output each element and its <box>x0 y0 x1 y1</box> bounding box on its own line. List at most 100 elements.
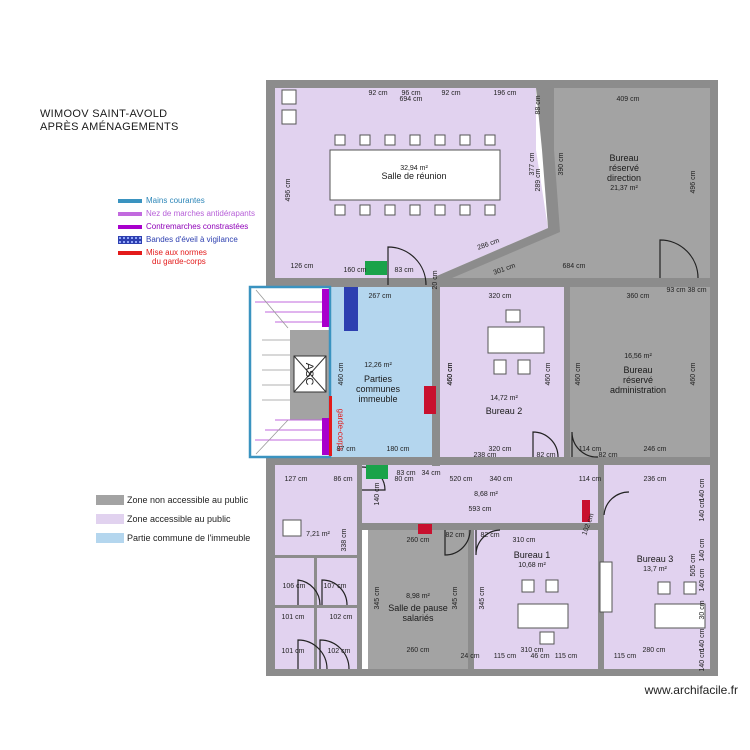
legend-item-guard: Mise aux normes du garde-corps <box>118 248 278 270</box>
non-public-swatch <box>96 494 124 505</box>
room-labels: 32,94 m² Salle de réunion Bureau réservé… <box>303 153 673 623</box>
tactile-swatch <box>118 236 142 244</box>
exit-sign-icon <box>365 261 387 275</box>
dimension-label: 80 cm <box>394 476 413 483</box>
dimension-label: 246 cm <box>644 446 667 453</box>
dimension-label: 140 cm <box>374 482 381 505</box>
legend-item-nosing: Nez de marches antidérapants <box>118 209 278 222</box>
dimension-label: 82 cm <box>598 452 617 459</box>
dimension-label: 20 cm <box>432 270 439 289</box>
dimension-label: 140 cm <box>699 648 706 671</box>
dimension-label: 409 cm <box>617 96 640 103</box>
dimension-label: 360 cm <box>627 293 650 300</box>
dimension-label: 345 cm <box>479 586 486 609</box>
dimension-label: 345 cm <box>452 586 459 609</box>
area-bureau-3: 13,7 m² <box>643 566 667 573</box>
dimension-label: 38 cm <box>687 287 706 294</box>
dimension-label: 460 cm <box>447 362 454 385</box>
legend-label-guard-line1: Mise aux normes <box>146 248 207 257</box>
zone-legend: Zone non accessible au public Zone acces… <box>96 490 266 547</box>
label-bureau-1: Bureau 1 <box>514 550 551 560</box>
legend-item-handrail: Mains courantes <box>118 196 278 209</box>
legend-item-tactile: Bandes d'éveil à vigilance <box>118 235 278 248</box>
label-bureau-2: Bureau 2 <box>486 406 523 416</box>
room-bureau-administration <box>570 287 710 457</box>
exit-signs <box>365 261 590 534</box>
legend-label-handrail: Mains courantes <box>146 196 205 205</box>
dimension-label: 460 cm <box>545 362 552 385</box>
label-bureau-administration-3: administration <box>610 385 666 395</box>
dimension-label: 260 cm <box>407 537 430 544</box>
room-bureau-1 <box>474 530 598 669</box>
dimension-label: 106 cm <box>283 583 306 590</box>
handrail-swatch <box>118 199 142 203</box>
watermark: www.archifacile.fr <box>644 683 738 697</box>
dimension-label: 496 cm <box>690 170 697 193</box>
dimension-label: 496 cm <box>285 178 292 201</box>
dimension-label: 86 cm <box>333 476 352 483</box>
page-title: WIMOOV SAINT-AVOLD APRÈS AMÉNAGEMENTS <box>40 108 179 134</box>
dimension-label: 267 cm <box>369 293 392 300</box>
title-line-2: APRÈS AMÉNAGEMENTS <box>40 121 179 133</box>
room-salle-pause <box>368 530 468 669</box>
exit-sign-icon <box>366 465 388 479</box>
guard-rail-label: garde-corps <box>336 409 345 452</box>
area-bureau-administration: 16,56 m² <box>624 353 652 360</box>
dimension-label: 340 cm <box>490 476 513 483</box>
dimension-label: 320 cm <box>489 446 512 453</box>
dimension-label: 87 cm <box>336 446 355 453</box>
dimension-label: 140 cm <box>699 478 706 501</box>
dimension-label: 160 cm <box>344 267 367 274</box>
guard-swatch <box>118 251 142 255</box>
legend-label-riser: Contremarches constrastées <box>146 222 249 231</box>
dimension-label: 460 cm <box>338 362 345 385</box>
legend-item-public: Zone accessible au public <box>96 509 266 528</box>
dimension-label: 102 cm <box>330 614 353 621</box>
dimension-label: 390 cm <box>558 152 565 175</box>
dimension-label: 460 cm <box>575 362 582 385</box>
dimension-label: 114 cm <box>579 476 602 483</box>
dimension-label: 289 cm <box>535 168 542 191</box>
dimension-label: 83 cm <box>394 267 413 274</box>
dimension-label: 593 cm <box>469 506 492 513</box>
dimension-label: 310 cm <box>521 647 544 654</box>
legend-label-nosing: Nez de marches antidérapants <box>146 209 255 218</box>
dimension-label: 377 cm <box>529 152 536 175</box>
dimension-label: 127 cm <box>285 476 308 483</box>
legend-label-public: Zone accessible au public <box>127 513 231 524</box>
legend-item-common: Partie commune de l'immeuble <box>96 528 266 547</box>
area-parties-communes: 12,26 m² <box>364 362 392 369</box>
dimension-label: 140 cm <box>699 498 706 521</box>
riser-swatch <box>118 225 142 229</box>
dimension-label: 140 cm <box>699 628 706 651</box>
dimension-label: 126 cm <box>291 263 314 270</box>
area-sanitaires: 7,21 m² <box>306 531 330 538</box>
common-swatch <box>96 532 124 543</box>
dimension-label: 196 cm <box>494 90 517 97</box>
label-parties-communes-1: Parties <box>364 374 393 384</box>
dimension-label: 115 cm <box>614 653 637 660</box>
dimension-label: 92 cm <box>441 90 460 97</box>
furniture <box>281 89 706 645</box>
dimension-label: 684 cm <box>563 263 586 270</box>
label-parties-communes-2: communes <box>356 384 401 394</box>
dimension-label: 238 cm <box>474 452 497 459</box>
dimension-label: 82 cm <box>445 532 464 539</box>
stair-structure <box>248 285 358 459</box>
room-bureau-direction <box>438 88 710 278</box>
dimension-label: 83 cm <box>396 470 415 477</box>
dimension-label: 46 cm <box>530 653 549 660</box>
area-bureau-direction: 21,37 m² <box>610 185 638 192</box>
dimension-label: 460 cm <box>690 362 697 385</box>
legend-label-common: Partie commune de l'immeuble <box>127 532 251 543</box>
dimension-label: 260 cm <box>407 647 430 654</box>
area-bureau-2: 14,72 m² <box>490 395 518 402</box>
dimension-label: 93 cm <box>666 287 685 294</box>
dimension-label: 460 cm <box>447 362 454 385</box>
dimension-label: 82 cm <box>480 532 499 539</box>
dimension-label: 310 cm <box>513 537 536 544</box>
door-swings <box>297 239 699 670</box>
legend-item-riser: Contremarches constrastées <box>118 222 278 235</box>
area-bureau-1: 10,68 m² <box>518 562 546 569</box>
